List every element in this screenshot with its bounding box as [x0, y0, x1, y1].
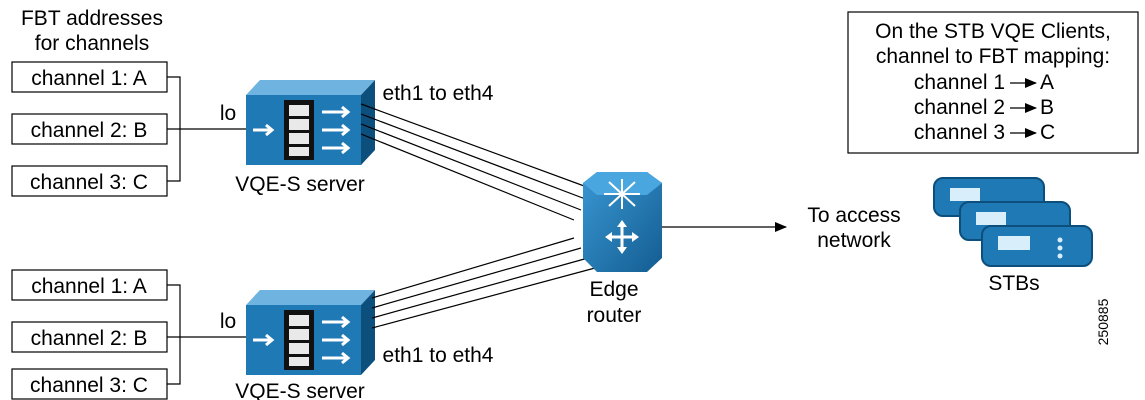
- channel-box: [11, 61, 168, 93]
- fbt-header-line1: FBT addresses: [21, 7, 163, 30]
- mapping-title-line2: channel to FBT mapping:: [876, 45, 1110, 68]
- mapping-channel: channel 3: [914, 121, 1005, 144]
- edge-router-icon: [583, 172, 662, 272]
- channel-box: [11, 113, 168, 145]
- router-label-line2: router: [587, 304, 642, 327]
- access-label-line1: To access: [807, 204, 900, 227]
- vqe-server-icon: [246, 80, 375, 165]
- eth-links-bottom: [371, 237, 596, 329]
- mapping-box: [847, 11, 1139, 154]
- access-label-line2: network: [817, 229, 891, 252]
- channel-bracket: [167, 284, 181, 385]
- lo-label: lo: [220, 102, 236, 125]
- vqe-server-icon: [246, 290, 375, 375]
- mapping-channel: channel 2: [914, 96, 1005, 119]
- mapping-target: C: [1040, 121, 1055, 144]
- lo-label: lo: [220, 310, 236, 333]
- channel-label: channel 1: A: [31, 67, 147, 90]
- channel-label: channel 2: B: [31, 119, 148, 142]
- mapping-title-line1: On the STB VQE Clients,: [875, 20, 1111, 43]
- server-label: VQE-S server: [235, 380, 365, 400]
- server-group-bottom: channel 1: A channel 2: B channel 3: C l…: [11, 237, 596, 400]
- channel-box: [11, 368, 168, 400]
- server-group-top: channel 1: A channel 2: B channel 3: C l…: [11, 61, 596, 221]
- eth-links-top: [360, 103, 596, 221]
- channel-label: channel 2: B: [31, 327, 148, 350]
- mapping-target: A: [1040, 71, 1054, 94]
- mapping-channel: channel 1: [914, 71, 1005, 94]
- figure-id: 250885: [1095, 298, 1111, 345]
- server-label: VQE-S server: [235, 173, 365, 196]
- mapping-target: B: [1040, 96, 1054, 119]
- fbt-header-line2: for channels: [35, 32, 149, 55]
- stbs-label: STBs: [988, 272, 1039, 295]
- eth-label: eth1 to eth4: [383, 344, 494, 367]
- router-label-line1: Edge: [589, 278, 638, 301]
- channel-label: channel 1: A: [31, 275, 147, 298]
- stb-icon: [933, 177, 1093, 267]
- eth-label: eth1 to eth4: [383, 82, 494, 105]
- channel-label: channel 3: C: [30, 374, 148, 397]
- channel-box: [11, 165, 168, 197]
- channel-label: channel 3: C: [30, 171, 148, 194]
